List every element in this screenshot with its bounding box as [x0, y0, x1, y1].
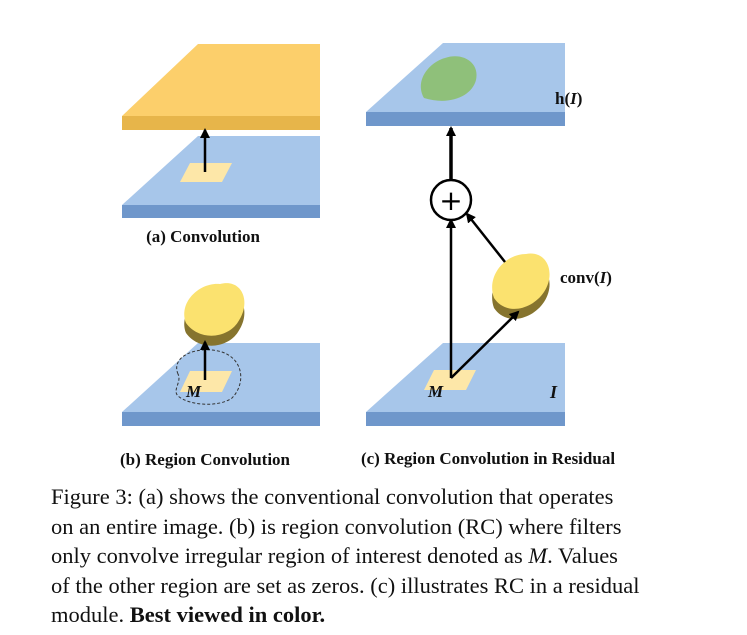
arrow-conv-to-sum	[465, 212, 506, 263]
output-region-green	[420, 56, 477, 101]
caption-line-5-text: module.	[51, 602, 130, 627]
kernel-patch	[180, 163, 232, 182]
output-plate-h	[366, 43, 565, 126]
caption-line-4: of the other region are set as zeros. (c…	[51, 572, 640, 598]
input-I-label: I	[549, 382, 558, 402]
caption-line-2: on an entire image. (b) is region convol…	[51, 513, 622, 539]
h-of-I-label: h(I)	[555, 89, 582, 108]
conv-of-I-label: conv(I)	[560, 268, 612, 287]
arrow-to-conv	[450, 310, 520, 379]
label-a: (a) Convolution	[146, 227, 260, 246]
caption-line-5: module. Best viewed in color.	[51, 600, 701, 630]
sum-node: +	[429, 178, 473, 222]
region-mask-patch-c	[424, 370, 476, 390]
plus-icon: +	[439, 184, 462, 217]
caption-best-viewed: Best viewed in color.	[129, 602, 326, 627]
caption-line-3-tail: . Values	[547, 543, 618, 568]
conv-output-blob	[492, 253, 550, 319]
label-b: (b) Region Convolution	[120, 450, 291, 469]
figure-3-diagram: (a) Convolution M (b) Region Convolution…	[120, 43, 615, 469]
caption-line-1: Figure 3: (a) shows the conventional con…	[51, 484, 614, 509]
panel-a: (a) Convolution	[122, 44, 320, 246]
caption-var-M: M	[528, 543, 548, 568]
caption-line-3-text: only convolve irregular region of intere…	[51, 543, 529, 568]
panel-b: M (b) Region Convolution	[120, 283, 320, 469]
mask-label-c: M	[427, 382, 444, 401]
mask-label-b: M	[185, 382, 202, 401]
caption-line-3: only convolve irregular region of intere…	[51, 541, 701, 571]
output-feature-plate	[122, 44, 320, 130]
region-outline	[175, 349, 242, 405]
figure-caption: Figure 3: (a) shows the conventional con…	[51, 482, 701, 630]
region-mask-patch	[180, 371, 232, 392]
label-c: (c) Region Convolution in Residual	[361, 449, 615, 468]
panel-c: h(I) M I conv(I) + (c) Region Convolutio…	[361, 43, 615, 468]
region-conv-output-blob	[184, 283, 245, 346]
